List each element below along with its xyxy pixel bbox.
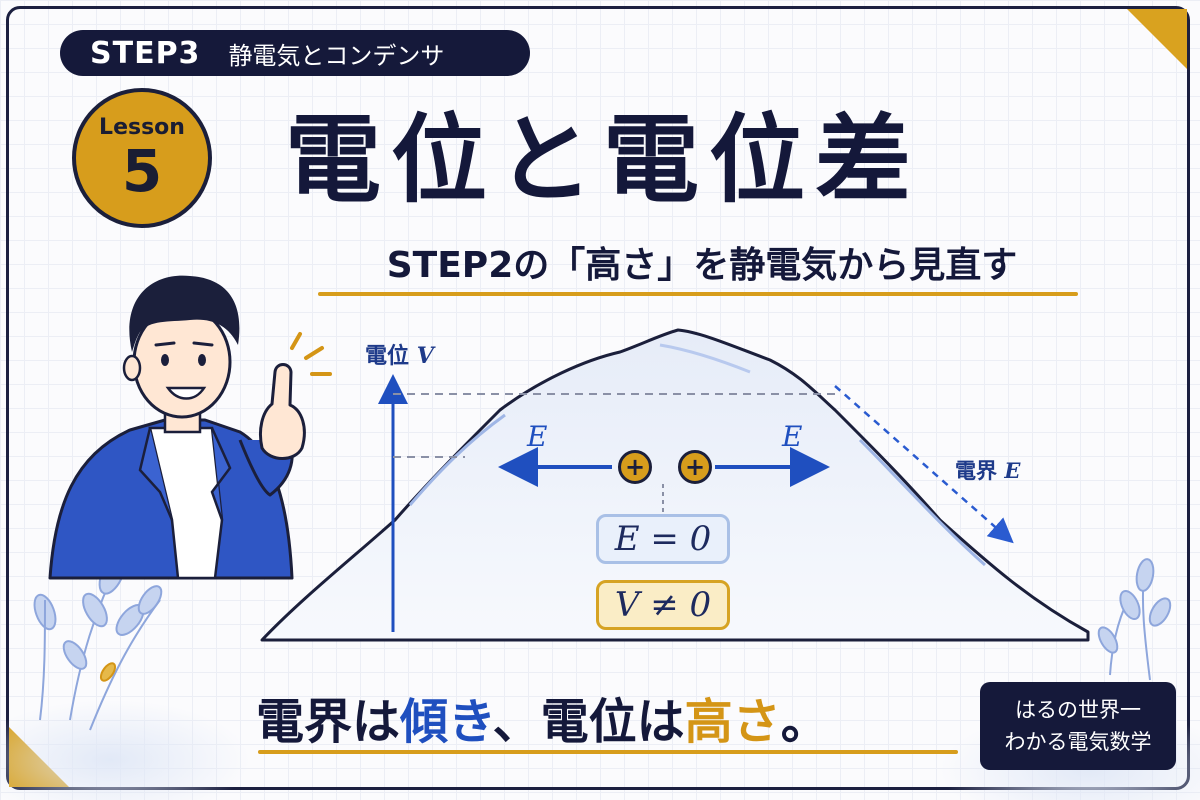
motto-highlight-slope: 傾き — [400, 694, 493, 750]
motto-highlight-height: 高さ — [684, 694, 781, 750]
step-title: 静電気とコンデンサ — [228, 41, 445, 70]
teacher-illustration — [48, 275, 332, 580]
brand-line-2: わかる電気数学 — [1004, 730, 1152, 754]
corner-accent-top-right — [1127, 9, 1187, 69]
lesson-badge: Lesson 5 — [72, 88, 212, 228]
field-label-text: 電界 — [955, 459, 997, 483]
field-label: 電界 E — [955, 455, 1020, 485]
hill-shade-3 — [659, 343, 751, 374]
motto-part-1: 電界は — [256, 694, 401, 750]
subtitle: STEP2の「高さ」を静電気から見直す — [386, 245, 1018, 286]
positive-charge-left: + — [618, 450, 652, 484]
brand-line-1: はるの世界一 — [1015, 698, 1141, 722]
field-zero-box: E = 0 — [596, 514, 730, 564]
hill-shade-2 — [858, 438, 986, 567]
left-field-label: E — [527, 420, 548, 453]
potential-nonzero-box: V ≠ 0 — [596, 580, 730, 630]
motto: 電界は傾き、電位は高さ。 — [256, 682, 956, 752]
brand-badge: はるの世界一 わかる電気数学 — [980, 682, 1176, 770]
motto-underline — [258, 750, 958, 754]
y-axis-label-text: 電位 — [365, 344, 410, 369]
motto-part-3: 。 — [780, 694, 829, 750]
lesson-number: 5 — [121, 136, 163, 205]
page-title: 電位と電位差 — [285, 104, 921, 216]
y-axis-label: 電位 V — [365, 338, 434, 370]
subtitle-underline — [318, 292, 1078, 296]
field-label-symbol: E — [1004, 458, 1021, 483]
y-axis-label-symbol: V — [416, 343, 434, 369]
step-number: STEP3 — [90, 35, 201, 71]
positive-charge-right: + — [678, 450, 712, 484]
emphasis-lines-icon — [290, 332, 332, 376]
lesson-word: Lesson — [99, 114, 185, 140]
right-field-label: E — [782, 420, 803, 453]
step-pill: STEP3 静電気とコンデンサ — [60, 30, 530, 76]
snow-cloud-left — [0, 700, 250, 800]
plant-decoration-right-icon — [1097, 558, 1172, 681]
motto-part-2: 、電位は — [492, 694, 685, 750]
